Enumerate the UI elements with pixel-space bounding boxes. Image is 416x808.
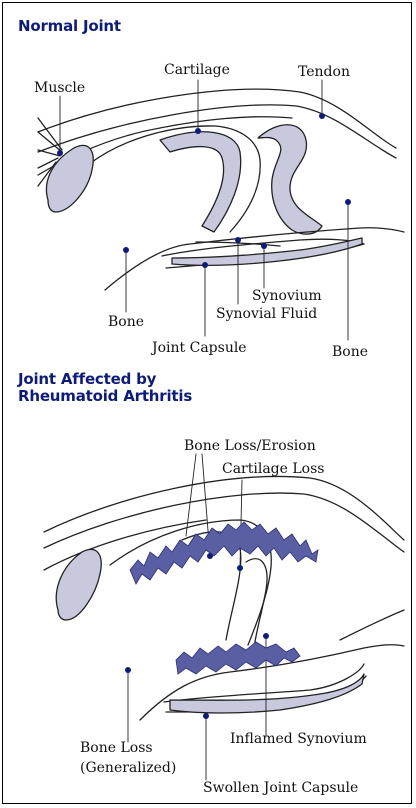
inflamed-synovium-overlay	[130, 522, 318, 674]
label-bone-loss-line1: Bone Loss	[80, 740, 153, 756]
ra-joint-illustration	[44, 477, 404, 720]
label-cartilage-loss: Cartilage Loss	[222, 461, 324, 477]
label-bone-loss-erosion: Bone Loss/Erosion	[184, 438, 316, 454]
label-synovium: Synovium	[252, 288, 322, 304]
label-bone-left: Bone	[108, 314, 144, 330]
label-inflamed-synovium: Inflamed Synovium	[230, 731, 367, 747]
label-tendon: Tendon	[298, 64, 350, 80]
label-cartilage: Cartilage	[164, 62, 230, 78]
label-joint-capsule: Joint Capsule	[150, 340, 247, 356]
label-bone-loss-line2: (Generalized)	[80, 760, 176, 776]
label-synovial-fluid: Synovial Fluid	[216, 306, 317, 322]
normal-joint-illustration	[38, 89, 404, 290]
callout-dots	[57, 113, 351, 719]
label-bone-right: Bone	[332, 344, 368, 360]
label-swollen-joint-capsule: Swollen Joint Capsule	[203, 780, 358, 796]
label-muscle: Muscle	[34, 80, 85, 96]
